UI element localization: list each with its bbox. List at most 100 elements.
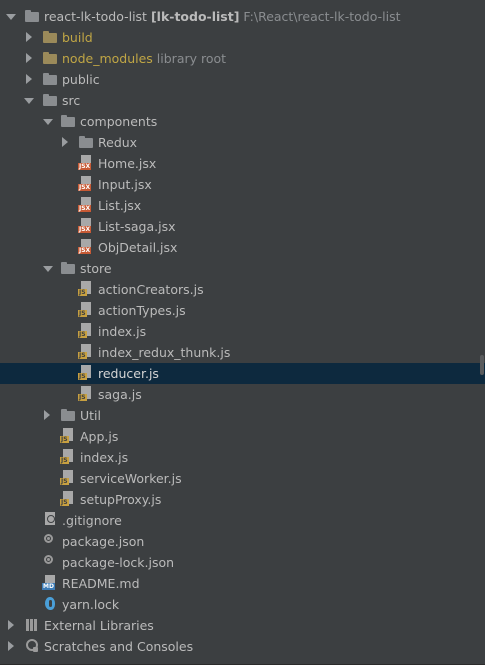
jsx-file-icon: JSX (78, 155, 94, 171)
tree-row-store-index-js[interactable]: JS index.js (0, 321, 485, 342)
tree-row-home-jsx[interactable]: JSX Home.jsx (0, 153, 485, 174)
tree-row-package-json[interactable]: package.json (0, 531, 485, 552)
tree-item-label: package.json (62, 534, 145, 549)
tree-item-label: index.js (98, 324, 147, 339)
tree-item-label: Home.jsx (98, 156, 157, 171)
js-file-icon: JS (78, 386, 94, 402)
tree-row-redux[interactable]: Redux (0, 132, 485, 153)
chevron-down-icon[interactable] (43, 258, 53, 279)
root-label: react-lk-todo-list [lk-todo-list] F:\Rea… (44, 6, 400, 27)
js-file-icon: JS (78, 281, 94, 297)
tree-item-label: Input.jsx (98, 177, 152, 192)
tree-row-saga-js[interactable]: JS saga.js (0, 384, 485, 405)
tree-item-label: README.md (62, 576, 140, 591)
tree-row-actioncreators-js[interactable]: JS actionCreators.js (0, 279, 485, 300)
js-file-icon: JS (60, 428, 76, 444)
tree-row-components[interactable]: components (0, 111, 485, 132)
js-file-icon: JS (60, 449, 76, 465)
tree-row-package-lock-json[interactable]: package-lock.json (0, 552, 485, 573)
node-modules-name: node_modules (62, 51, 153, 66)
tree-row-app-js[interactable]: JS App.js (0, 426, 485, 447)
tree-row-scratches[interactable]: Scratches and Consoles (0, 636, 485, 657)
tree-item-label: External Libraries (44, 618, 154, 633)
chevron-right-icon[interactable] (42, 405, 52, 426)
tree-row-root[interactable]: react-lk-todo-list [lk-todo-list] F:\Rea… (0, 6, 485, 27)
chevron-right-icon[interactable] (60, 132, 70, 153)
js-file-icon: JS (78, 302, 94, 318)
root-name: react-lk-todo-list (44, 9, 147, 24)
folder-icon (42, 71, 58, 87)
tree-row-build[interactable]: build (0, 27, 485, 48)
folder-icon (42, 50, 58, 66)
tree-item-label: List.jsx (98, 198, 142, 213)
tree-row-actiontypes-js[interactable]: JS actionTypes.js (0, 300, 485, 321)
js-file-icon: JS (60, 491, 76, 507)
tree-item-label: App.js (80, 429, 119, 444)
tree-row-node-modules[interactable]: node_modules library root (0, 48, 485, 69)
tree-row-public[interactable]: public (0, 69, 485, 90)
tree-row-serviceworker-js[interactable]: JS serviceWorker.js (0, 468, 485, 489)
libraries-icon (24, 617, 40, 633)
tree-row-yarn-lock[interactable]: yarn.lock (0, 594, 485, 615)
library-root-hint: library root (156, 51, 227, 66)
tree-item-label: reducer.js (98, 366, 159, 381)
tree-item-label: serviceWorker.js (80, 471, 182, 486)
jsx-file-icon: JSX (78, 218, 94, 234)
tree-item-label: setupProxy.js (80, 492, 162, 507)
tree-item-label: Scratches and Consoles (44, 639, 194, 654)
tree-row-list-jsx[interactable]: JSX List.jsx (0, 195, 485, 216)
tree-item-label: Util (80, 408, 101, 423)
chevron-down-icon[interactable] (43, 111, 53, 132)
tree-item-label: index.js (80, 450, 129, 465)
chevron-right-icon[interactable] (24, 69, 34, 90)
js-file-icon: JS (78, 323, 94, 339)
tree-row-gitignore[interactable]: .gitignore (0, 510, 485, 531)
tree-item-label: Redux (98, 135, 138, 150)
tree-item-label: package-lock.json (62, 555, 175, 570)
js-file-icon: JS (78, 365, 94, 381)
scratches-icon (24, 638, 40, 654)
folder-icon (42, 92, 58, 108)
chevron-down-icon[interactable] (24, 90, 34, 111)
tree-item-label: .gitignore (62, 513, 122, 528)
tree-row-reducer-js[interactable]: JS reducer.js (0, 363, 485, 384)
chevron-right-icon[interactable] (6, 636, 16, 657)
tree-row-input-jsx[interactable]: JSX Input.jsx (0, 174, 485, 195)
json-file-icon (42, 533, 58, 549)
scrollbar-thumb[interactable] (480, 355, 484, 375)
tree-row-store[interactable]: store (0, 258, 485, 279)
tree-item-label: saga.js (98, 387, 142, 402)
folder-icon (42, 29, 58, 45)
js-file-icon: JS (78, 344, 94, 360)
chevron-down-icon[interactable] (6, 6, 16, 27)
yarn-icon (42, 596, 58, 612)
root-path: F:\React\react-lk-todo-list (243, 9, 401, 24)
folder-icon (60, 113, 76, 129)
tree-row-src-index-js[interactable]: JS index.js (0, 447, 485, 468)
jsx-file-icon: JSX (78, 176, 94, 192)
tree-item-label: public (62, 72, 100, 87)
tree-row-index-redux-thunk-js[interactable]: JS index_redux_thunk.js (0, 342, 485, 363)
tree-item-label: ObjDetail.jsx (98, 240, 178, 255)
chevron-right-icon[interactable] (24, 27, 34, 48)
folder-icon (60, 260, 76, 276)
chevron-right-icon[interactable] (6, 615, 16, 636)
json-file-icon (42, 554, 58, 570)
tree-row-external-libraries[interactable]: External Libraries (0, 615, 485, 636)
jsx-file-icon: JSX (78, 239, 94, 255)
tree-row-objdetail-jsx[interactable]: JSX ObjDetail.jsx (0, 237, 485, 258)
tree-row-setupproxy-js[interactable]: JS setupProxy.js (0, 489, 485, 510)
chevron-right-icon[interactable] (24, 48, 34, 69)
gitignore-file-icon (42, 512, 58, 528)
markdown-file-icon: MD (42, 575, 58, 591)
folder-icon (24, 8, 40, 24)
tree-item-label: index_redux_thunk.js (98, 345, 231, 360)
tree-row-util[interactable]: Util (0, 405, 485, 426)
jsx-file-icon: JSX (78, 197, 94, 213)
tree-row-src[interactable]: src (0, 90, 485, 111)
tree-row-readme-md[interactable]: MD README.md (0, 573, 485, 594)
tree-row-list-saga-jsx[interactable]: JSX List-saga.jsx (0, 216, 485, 237)
js-file-icon: JS (60, 470, 76, 486)
tree-item-label: node_modules library root (62, 48, 226, 69)
tree-item-label: store (80, 261, 112, 276)
